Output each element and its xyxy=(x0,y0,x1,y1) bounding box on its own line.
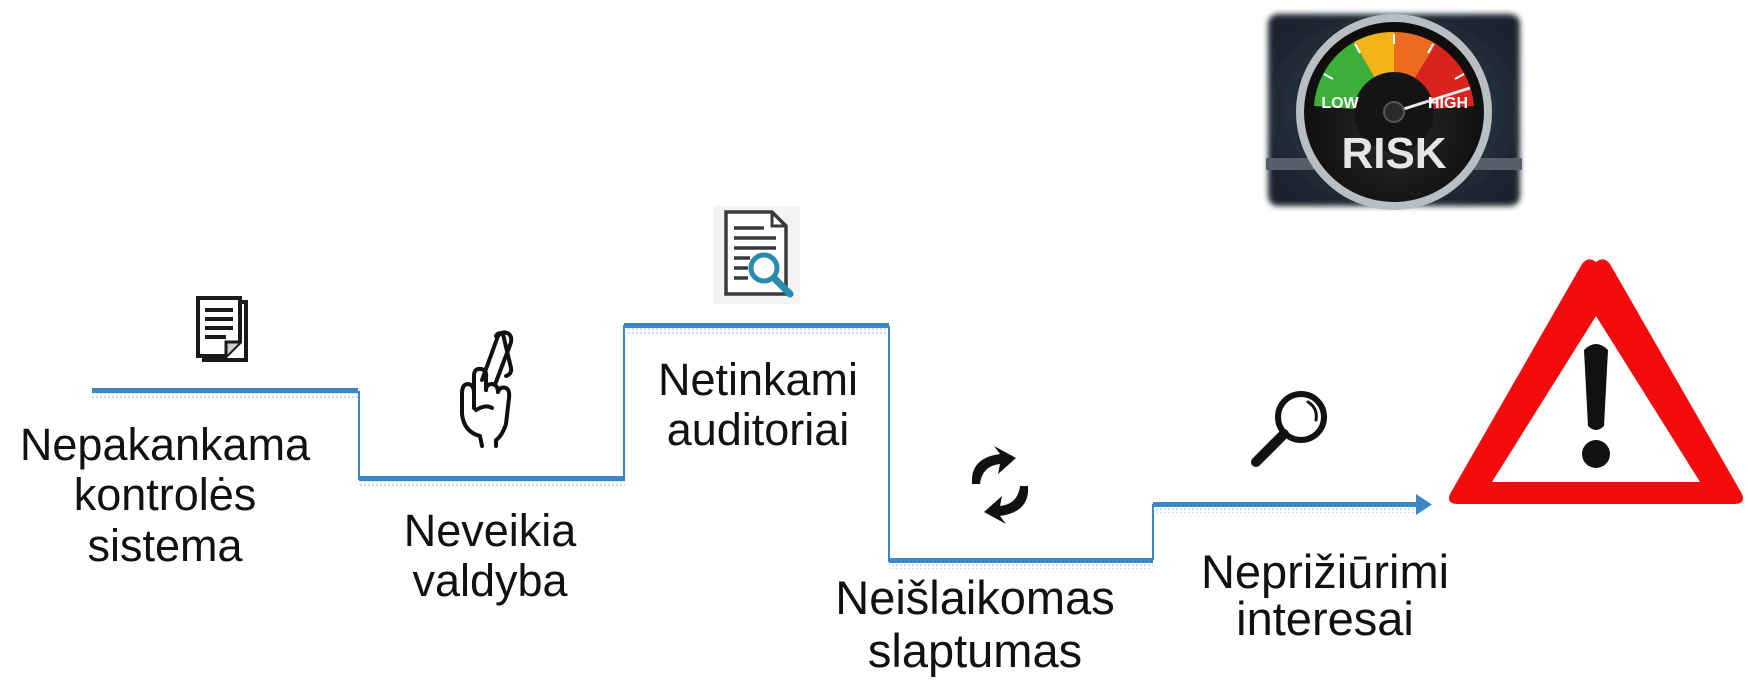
arrow-head xyxy=(1416,494,1432,515)
step-2-bar xyxy=(359,476,625,481)
step-1-bar xyxy=(92,388,358,393)
document-icon xyxy=(196,296,254,366)
document-search-icon xyxy=(714,206,800,304)
gauge-high-label: HIGH xyxy=(1428,95,1468,112)
step-4-label: Neišlaikomas slaptumas xyxy=(835,571,1115,677)
step-4-shadow xyxy=(889,563,1153,569)
step-4-bar xyxy=(889,558,1153,563)
crossed-fingers-icon xyxy=(456,328,528,448)
step-3-shadow xyxy=(624,328,889,334)
step-5-shadow xyxy=(1153,507,1418,513)
warning-triangle-icon xyxy=(1444,254,1748,508)
refresh-icon xyxy=(964,444,1036,526)
step-2-shadow xyxy=(359,481,625,487)
gauge-needle xyxy=(1393,86,1471,114)
gauge-risk-label: RISK xyxy=(1341,129,1446,178)
step-1-label: Nepakankama kontrolės sistema xyxy=(19,419,311,571)
magnifier-icon xyxy=(1246,384,1336,474)
step-2-label: Neveikia valdyba xyxy=(403,505,577,607)
step-1-shadow xyxy=(92,393,358,399)
risk-gauge: LOW HIGH RISK xyxy=(1262,8,1526,212)
step-5-label: Neprižiūrimi interesai xyxy=(1200,545,1450,645)
step-3-label: Netinkami auditoriai xyxy=(657,354,859,456)
step-3-bar xyxy=(624,323,889,328)
gauge-low-label: LOW xyxy=(1321,95,1359,112)
step-5-bar xyxy=(1153,502,1418,507)
